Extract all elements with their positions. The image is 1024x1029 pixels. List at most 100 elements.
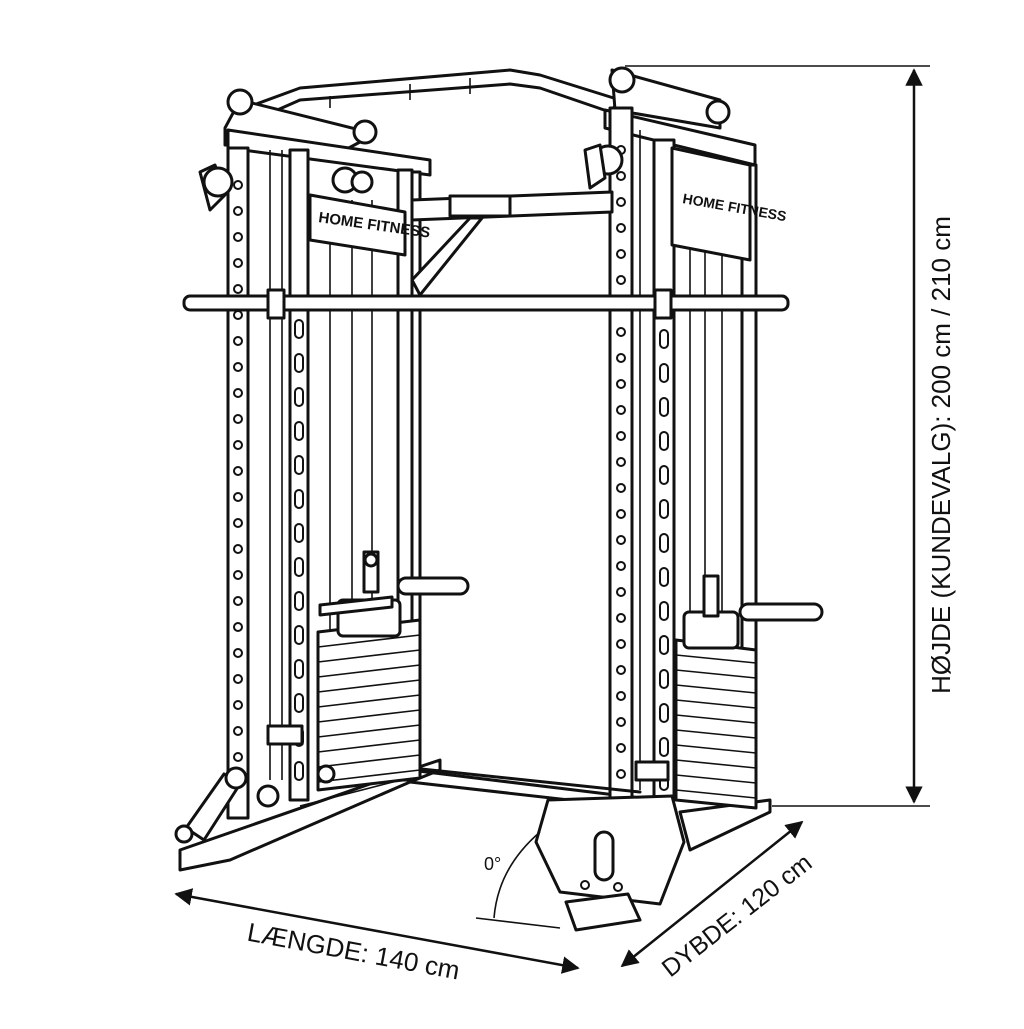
rack-hole: [233, 310, 243, 320]
rack-hole: [233, 726, 243, 736]
rack-slot: [294, 489, 304, 509]
weight-plate: [317, 769, 421, 783]
weight-plate: [675, 759, 757, 769]
weight-plate: [675, 744, 757, 754]
rack-hole: [616, 639, 626, 649]
rack-hole: [616, 743, 626, 753]
depth-dimension-label: DYBDE: 120 cm: [657, 849, 818, 983]
rack-slot: [659, 397, 669, 417]
weight-plate: [675, 654, 757, 664]
height-dimension-label: HØJDE (KUNDEVALG): 200 cm / 210 cm: [926, 216, 956, 694]
rack-slot: [294, 387, 304, 407]
angle-label: 0°: [484, 854, 501, 874]
rack-hole: [616, 561, 626, 571]
rack-hole: [616, 353, 626, 363]
rack-hole: [616, 223, 626, 233]
rack-hole: [616, 483, 626, 493]
rack-hole: [233, 284, 243, 294]
rack-slot: [659, 601, 669, 621]
rack-slot: [294, 659, 304, 679]
left-uprights: [198, 146, 422, 820]
rack-hole: [616, 665, 626, 675]
weight-plate: [675, 699, 757, 709]
weight-plate: [317, 739, 421, 753]
rack-hole: [616, 197, 626, 207]
brand-plate-left: [308, 193, 407, 257]
rack-hole: [616, 171, 626, 181]
rack-slot: [659, 465, 669, 485]
rack-slot: [294, 523, 304, 543]
rack-hole: [616, 769, 626, 779]
rack-hole: [233, 466, 243, 476]
rack-slot: [294, 625, 304, 645]
rack-hole: [233, 648, 243, 658]
rack-hole: [233, 414, 243, 424]
rack-slot: [294, 693, 304, 713]
weight-stack-right: [674, 574, 824, 810]
rack-hole: [233, 258, 243, 268]
dimension-length: LÆNGDE: 140 cm: [174, 888, 580, 986]
rack-hole: [233, 544, 243, 554]
rack-slot: [294, 761, 304, 781]
rack-slot: [294, 455, 304, 475]
weight-plate: [675, 774, 757, 784]
weight-plate: [675, 714, 757, 724]
brand-plate-right: [670, 146, 752, 262]
weight-plate: [317, 694, 421, 708]
dimension-height: HØJDE (KUNDEVALG): 200 cm / 210 cm: [625, 65, 956, 807]
rack-hole: [233, 232, 243, 242]
rack-hole: [233, 674, 243, 684]
rack-hole: [616, 327, 626, 337]
cross-bars: [182, 190, 790, 794]
rack-hole: [616, 691, 626, 701]
rack-hole: [233, 440, 243, 450]
rack-hole: [616, 509, 626, 519]
rack-slot: [659, 329, 669, 349]
weight-plate: [317, 724, 421, 738]
rack-slot: [659, 737, 669, 757]
weight-plate: [317, 649, 421, 663]
rack-slot: [659, 533, 669, 553]
rack-hole: [616, 431, 626, 441]
rack-slot: [659, 703, 669, 723]
rack-hole: [233, 336, 243, 346]
rack-hole: [616, 613, 626, 623]
rack-slot: [659, 431, 669, 451]
rack-slot: [659, 635, 669, 655]
rack-hole: [233, 492, 243, 502]
rack-hole: [616, 405, 626, 415]
rack-hole: [233, 388, 243, 398]
weight-plate: [317, 754, 421, 768]
rack-hole: [233, 362, 243, 372]
weight-plate: [675, 729, 757, 739]
weight-plate: [317, 634, 421, 648]
top-frame: [223, 66, 757, 194]
rack-hole: [616, 275, 626, 285]
right-uprights: [583, 106, 758, 807]
rack-slot: [659, 567, 669, 587]
rack-hole: [233, 206, 243, 216]
rack-hole: [616, 457, 626, 467]
rack-hole: [616, 587, 626, 597]
rack-hole: [233, 570, 243, 580]
rack-slot: [294, 319, 304, 339]
rack-hole: [233, 180, 243, 190]
rack-hole: [233, 700, 243, 710]
rack-hole: [616, 379, 626, 389]
weight-plate: [675, 669, 757, 679]
rack-slot: [294, 591, 304, 611]
weight-plate: [317, 709, 421, 723]
rack-hole: [233, 622, 243, 632]
rack-slot: [294, 353, 304, 373]
rack-hole: [233, 752, 243, 762]
weight-plate: [675, 789, 757, 799]
rack-slot: [659, 499, 669, 519]
rack-slot: [659, 363, 669, 383]
rack-slot: [294, 557, 304, 577]
weight-plate: [675, 684, 757, 694]
rack-hole: [616, 535, 626, 545]
weight-plate: [317, 664, 421, 678]
rack-hole: [233, 596, 243, 606]
